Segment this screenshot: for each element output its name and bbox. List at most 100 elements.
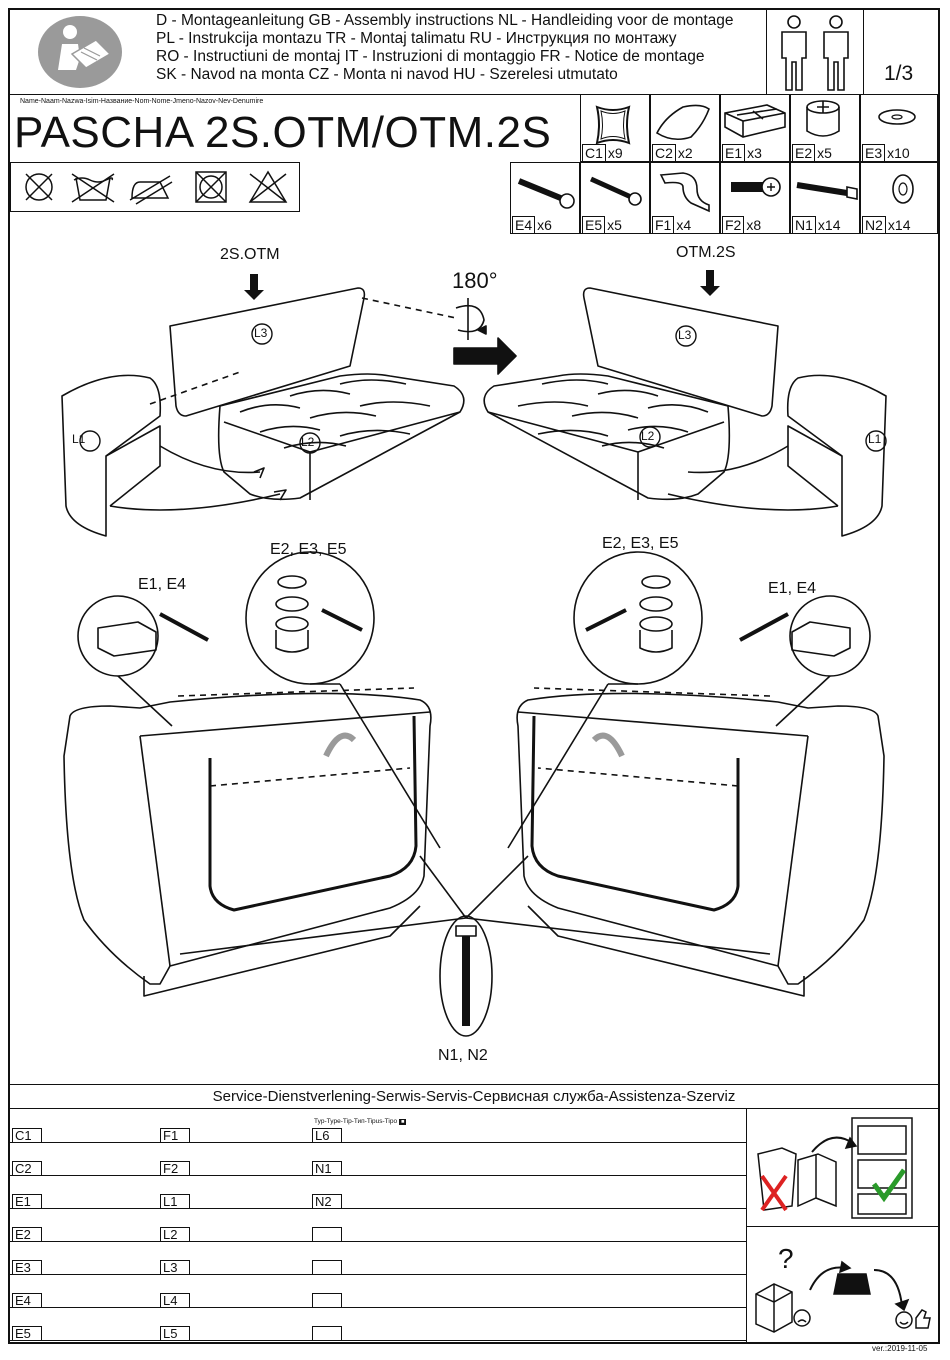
label-l2-right: L2 [641,429,655,443]
page-frame [8,8,940,1344]
service-part-code[interactable]: C2 [12,1161,42,1176]
service-part-code[interactable]: N2 [312,1194,342,1209]
type-badge: ■ [399,1119,407,1125]
part-quantity: x4 [676,217,692,233]
service-part-code[interactable]: N1 [312,1161,342,1176]
left-armrest [61,374,162,537]
part-code: E5 [582,216,606,234]
header-divider-v [766,10,767,94]
service-part-code[interactable]: F1 [160,1128,190,1143]
service-part-code[interactable]: L2 [160,1227,190,1242]
header-bottom-line [10,94,938,95]
left-model-label: 2S.OTM [220,246,280,263]
service-part-code[interactable] [312,1227,342,1242]
service-part-code[interactable]: E3 [12,1260,42,1275]
part-quantity: x5 [817,145,832,161]
service-part-code[interactable]: E2 [12,1227,42,1242]
model-title: PASCHA 2S.OTM/OTM.2S [14,108,552,157]
part-code: E3 [862,144,886,162]
service-icons-divider [746,1226,938,1227]
right-seat [483,373,731,501]
part-quantity: x8 [746,217,762,233]
two-persons-icon [781,15,849,91]
languages-line-1: D - Montageanleitung GB - Assembly instr… [156,12,734,29]
right-legs-callout: E1, E4 [768,580,817,597]
service-part-code[interactable]: E1 [12,1194,42,1209]
service-title: Service-Dienstverlening-Serwis-Servis-Се… [212,1088,736,1105]
assembly-diagram [61,270,887,1037]
left-backrest [169,287,366,417]
service-part-code[interactable]: L4 [160,1293,190,1308]
service-part-code[interactable]: E5 [12,1326,42,1341]
part-e3-icon [878,109,916,125]
names-caption: Name-Naam-Nazwa-Isim-Название-Nom-Nome-J… [20,98,264,105]
page-number: 1/3 [884,62,914,85]
part-code: E1 [722,144,746,162]
part-code: F1 [652,216,675,234]
service-part-code[interactable]: L1 [160,1194,190,1209]
right-armrest [786,374,887,537]
part-e1-icon [724,104,786,138]
header-divider-v2 [863,10,864,94]
part-quantity: x14 [817,217,841,233]
type-caption: Typ-Type-Tip-Тип-Tipus-Tipo■ [314,1118,407,1125]
part-quantity: x6 [537,217,552,233]
part-n2-icon [892,174,914,204]
service-row-line [10,1142,746,1143]
service-row-line [10,1241,746,1242]
contact-service-icon: ? [755,1243,931,1333]
label-l3-left: L3 [254,326,268,340]
service-part-code[interactable]: L3 [160,1260,190,1275]
part-f1-icon [659,172,710,213]
service-row-line [10,1208,746,1209]
keep-instructions-icon [757,1117,913,1219]
left-legs-callout: E1, E4 [138,576,187,593]
part-c2-icon [655,104,710,141]
service-row-line [10,1340,746,1341]
service-title-line [10,1108,938,1109]
service-part-code[interactable] [312,1326,342,1341]
part-f2-icon [731,177,781,197]
part-code: C2 [652,144,676,162]
left-seat [217,373,465,501]
left-feet-callout: E2, E3, E5 [270,541,347,558]
service-row-line [10,1307,746,1308]
right-feet-callout: E2, E3, E5 [602,535,679,552]
service-part-code[interactable]: E4 [12,1293,42,1308]
part-code: F2 [722,216,745,234]
part-code: N1 [792,216,816,234]
service-part-code[interactable]: L6 [312,1128,342,1143]
service-part-code[interactable] [312,1293,342,1308]
bolt-callout: N1, N2 [438,1047,488,1064]
version-label: ver.:2019-11-05 [872,1344,928,1353]
read-manual-icon [38,16,122,88]
service-part-code[interactable]: F2 [160,1161,190,1176]
languages-line-2: PL - Instrukcija montazu TR - Montaj tal… [156,30,677,47]
svg-text:?: ? [778,1243,794,1274]
part-quantity: x14 [887,217,911,233]
service-part-code[interactable]: L5 [160,1326,190,1341]
part-n1-icon [796,182,858,200]
service-part-code[interactable] [312,1260,342,1275]
service-part-code[interactable]: C1 [12,1128,42,1143]
part-code: C1 [582,144,606,162]
